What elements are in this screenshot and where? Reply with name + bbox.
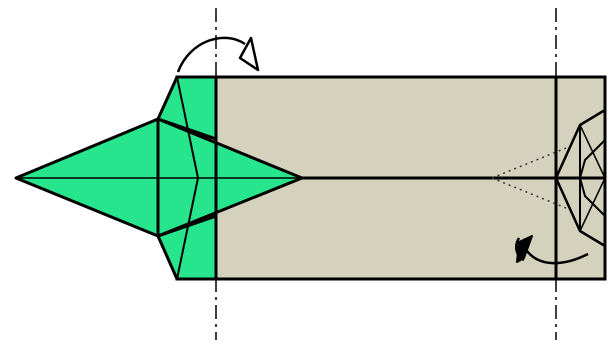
fold-arrow-top-head — [238, 36, 260, 72]
hidden-edge-top — [491, 147, 567, 179]
fold-arrow-bottom — [526, 250, 589, 265]
right-tip-crease-a — [579, 124, 606, 179]
fold-arrow-bottom-hook — [515, 237, 525, 262]
fold-arrow-top — [176, 36, 246, 73]
right-tip-crease-b — [579, 177, 606, 232]
kite-diag-crease-b — [176, 177, 199, 280]
hidden-edge-bottom — [491, 177, 567, 209]
kite-diag-crease-a — [176, 76, 199, 179]
